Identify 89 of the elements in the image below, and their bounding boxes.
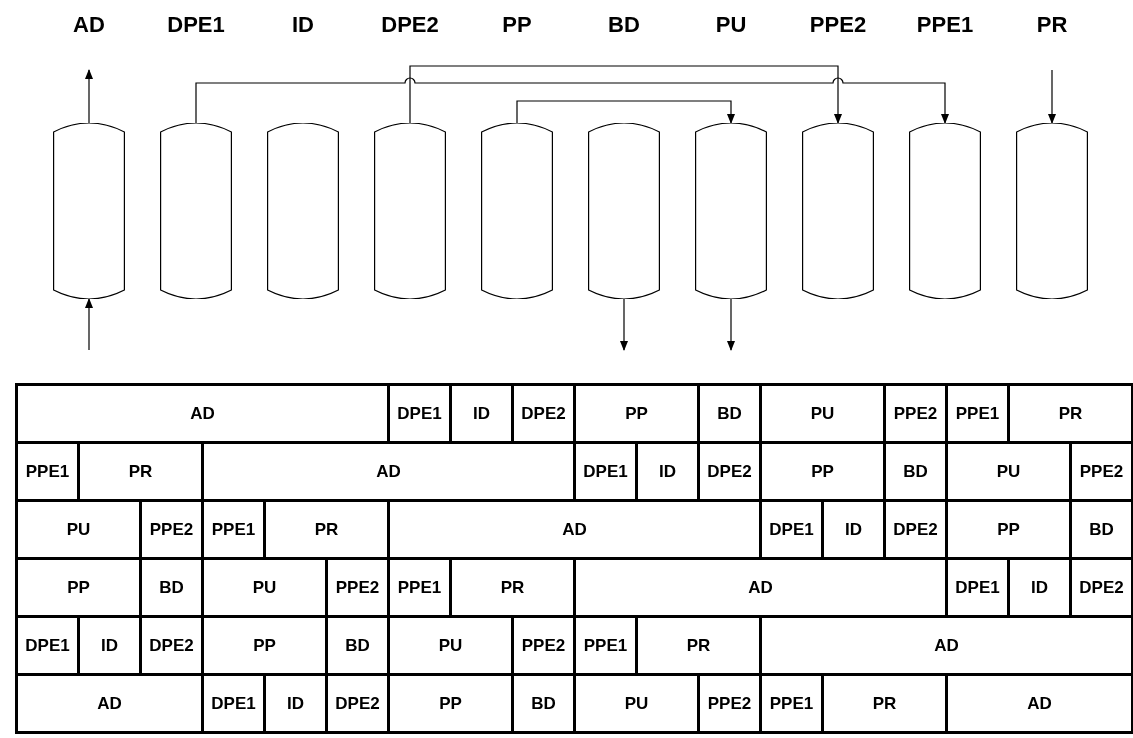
schedule-cell: AD (15, 383, 387, 441)
schedule-cell: PP (387, 673, 511, 731)
schedule-cell: PPE2 (883, 383, 945, 441)
column-label: BD (607, 11, 641, 39)
adsorption-column (1016, 123, 1088, 299)
schedule-cell: DPE1 (201, 673, 263, 731)
schedule-cell: DPE1 (387, 383, 449, 441)
schedule-cell: PP (201, 615, 325, 673)
adsorption-column (160, 123, 232, 299)
schedule-cell: PR (635, 615, 759, 673)
schedule-cell: BD (325, 615, 387, 673)
schedule-cell: PR (1007, 383, 1131, 441)
schedule-cell: DPE2 (697, 441, 759, 499)
schedule-cell: PP (573, 383, 697, 441)
schedule-cell: BD (883, 441, 945, 499)
schedule-cell: PR (263, 499, 387, 557)
schedule-cell: PR (449, 557, 573, 615)
column-label: PPE1 (915, 11, 975, 39)
column-label: DPE1 (166, 11, 226, 39)
schedule-cell: PU (15, 499, 139, 557)
schedule-cell: PPE1 (387, 557, 449, 615)
schedule-cell: ID (1007, 557, 1069, 615)
schedule-cell: PPE2 (325, 557, 387, 615)
schedule-cell: ID (449, 383, 511, 441)
schedule-cell: AD (387, 499, 759, 557)
schedule-cell: PU (201, 557, 325, 615)
schedule-cell: PU (759, 383, 883, 441)
schedule-cell: PP (945, 499, 1069, 557)
schedule-cell: DPE2 (139, 615, 201, 673)
arrow (85, 298, 93, 351)
column-label: PP (501, 11, 533, 39)
schedule-cell: BD (511, 673, 573, 731)
arrow (1048, 69, 1056, 124)
adsorption-column (802, 123, 874, 299)
arrow (409, 65, 842, 124)
schedule-cell: DPE1 (573, 441, 635, 499)
schedule-cell: PPE1 (15, 441, 77, 499)
schedule-cell: BD (697, 383, 759, 441)
column-label: AD (72, 11, 106, 39)
schedule-cell: PR (77, 441, 201, 499)
schedule-cell: BD (1069, 499, 1131, 557)
schedule-cell: ID (635, 441, 697, 499)
arrow (620, 298, 628, 351)
schedule-cell: DPE1 (759, 499, 821, 557)
column-label: PPE2 (808, 11, 868, 39)
schedule-cell: PU (573, 673, 697, 731)
schedule-cell: AD (945, 673, 1131, 731)
schedule-cell: PPE1 (945, 383, 1007, 441)
schedule-cell: AD (759, 615, 1131, 673)
adsorption-column (695, 123, 767, 299)
schedule-cell: DPE2 (883, 499, 945, 557)
schedule-cell: PPE2 (139, 499, 201, 557)
schedule-cell: DPE2 (325, 673, 387, 731)
adsorption-column (53, 123, 125, 299)
column-label: PR (1035, 11, 1069, 39)
schedule-cell: AD (15, 673, 201, 731)
schedule-cell: DPE2 (511, 383, 573, 441)
schedule-cell: ID (263, 673, 325, 731)
column-label: ID (291, 11, 315, 39)
adsorption-column (909, 123, 981, 299)
schedule-cell: PU (945, 441, 1069, 499)
schedule-cell: PP (759, 441, 883, 499)
schedule-cell: PPE2 (1069, 441, 1131, 499)
schedule-cell: PPE1 (201, 499, 263, 557)
adsorption-column (374, 123, 446, 299)
schedule-cell: ID (821, 499, 883, 557)
schedule-cell: AD (201, 441, 573, 499)
schedule-cell: PP (15, 557, 139, 615)
adsorption-column (267, 123, 339, 299)
schedule-cell: PU (387, 615, 511, 673)
adsorption-column (481, 123, 553, 299)
schedule-cell: ID (77, 615, 139, 673)
adsorption-column (588, 123, 660, 299)
arrow (516, 100, 735, 124)
schedule-cell: PPE1 (759, 673, 821, 731)
schedule-cell: DPE2 (1069, 557, 1131, 615)
schedule-cell: AD (573, 557, 945, 615)
column-label: PU (714, 11, 748, 39)
schedule-cell: DPE1 (945, 557, 1007, 615)
arrow (195, 77, 949, 124)
schedule-cell: PPE2 (511, 615, 573, 673)
arrow (727, 298, 735, 351)
schedule-cell: PPE1 (573, 615, 635, 673)
column-label: DPE2 (380, 11, 440, 39)
schedule-cell: PR (821, 673, 945, 731)
schedule-cell: PPE2 (697, 673, 759, 731)
arrow (85, 69, 93, 124)
schedule-cell: DPE1 (15, 615, 77, 673)
schedule-cell: BD (139, 557, 201, 615)
